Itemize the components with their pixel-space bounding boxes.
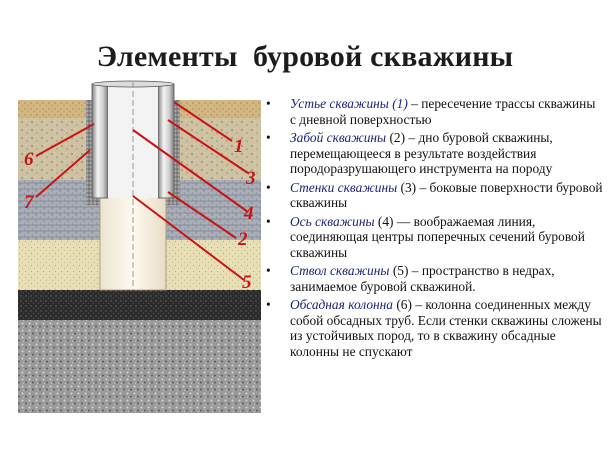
term-description: (2) – дно буровой скважины, перемещающее… [290,130,553,176]
callout-2: 2 [237,229,248,250]
leader-5 [132,195,245,281]
term-label: Стенки скважины [290,179,398,195]
term-description: (4) — воображаемая линия, соединяющая це… [290,213,585,260]
leader-1 [173,101,233,142]
bullet: • [266,297,271,312]
black-layer [18,290,261,320]
term-description: (6) – колонна соединенных между собой об… [290,297,602,359]
callout-5: 5 [242,272,252,293]
callout-1: 1 [234,136,244,157]
slide-title: Элементы буровой скважины [96,40,514,73]
bullet: • [266,179,271,195]
term-description: – пересечение трассы скважины с дневной … [290,96,596,127]
bullet: • [266,213,271,229]
term-label: Обсадная колонна [290,297,393,312]
leader-7 [35,149,91,198]
bullet: • [266,96,271,111]
term-description: (5) – пространство в недрах, занимаемое … [290,263,555,294]
casing-wall-right [157,83,175,199]
leader-2 [167,191,237,239]
leader-6 [35,123,95,157]
term-label: Устье скважины (1) [290,96,408,111]
casing-wall-left [91,83,109,199]
callout-3: 3 [245,168,256,189]
definition-item: • Обсадная колонна (6) – колонна соедине… [264,297,604,359]
definition-item: • Ось скважины (4) — воображаемая линия,… [264,214,604,261]
term-description: (3) – боковые поверхности буровой скважи… [290,179,603,211]
callout-4: 4 [243,203,254,224]
definition-item: • Устье скважины (1) – пересечение трасс… [264,96,604,127]
bullet: • [266,130,271,145]
definition-item: • Забой скважины (2) – дно буровой скваж… [264,130,604,177]
term-label: Ствол скважины [290,263,390,278]
bullet: • [266,263,271,278]
term-label: Забой скважины [290,130,387,145]
callout-7: 7 [24,192,35,213]
definition-item: • Стенки скважины (3) – боковые поверхно… [264,180,604,211]
granite-layer [18,320,261,413]
leader-4 [132,129,249,213]
term-label: Ось скважины [290,213,375,229]
definitions-list: • Устье скважины (1) – пересечение трасс… [264,96,604,362]
definition-item: • Ствол скважины (5) – пространство в не… [264,263,604,294]
leader-3 [167,119,249,174]
callout-6: 6 [24,149,34,170]
